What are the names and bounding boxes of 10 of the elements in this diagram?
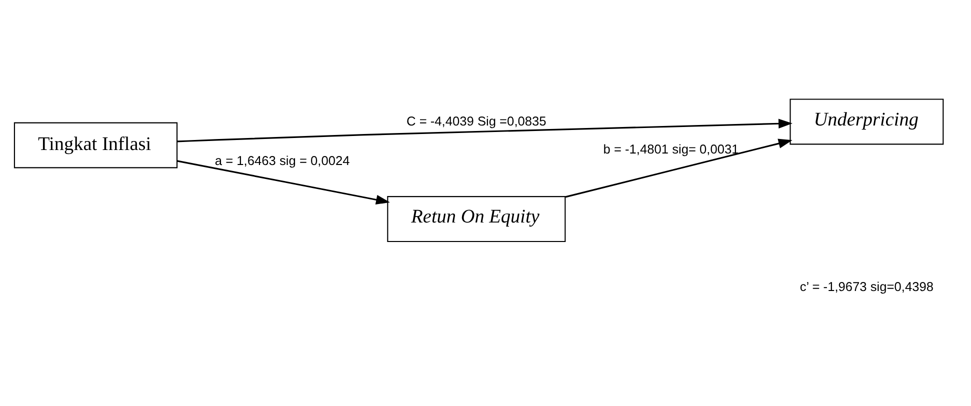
edge-label: C = -4,4039 Sig =0,0835 [406, 114, 546, 129]
arrow [176, 160, 390, 205]
node-box: Underpricing [790, 98, 944, 145]
node-box: Tingkat Inflasi [14, 122, 178, 168]
edge-label: b = -1,4801 sig= 0,0031 [603, 141, 739, 156]
arrow [565, 138, 792, 198]
arrow [177, 118, 792, 142]
label: c’ = -1,9673 sig=0,4398 [800, 278, 934, 294]
node-box: Retun On Equity [387, 196, 566, 242]
edge-label: a = 1,6463 sig = 0,0024 [214, 153, 350, 168]
